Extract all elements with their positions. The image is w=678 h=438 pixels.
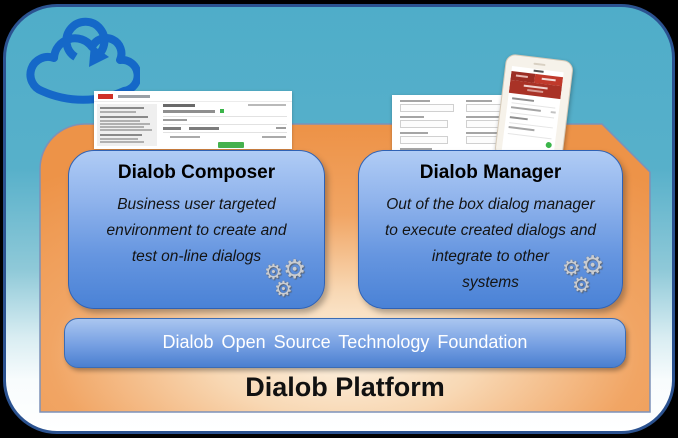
- manager-description-line: integrate to other: [431, 248, 550, 265]
- composer-main-title: [163, 104, 195, 107]
- platform-title: Dialob Platform: [245, 372, 445, 402]
- gear-icon: ⚙: [581, 250, 605, 280]
- composer-description-line: Business user targeted: [117, 196, 276, 213]
- manager-description-line: systems: [462, 274, 519, 291]
- gears-icon: ⚙ ⚙ ⚙: [264, 254, 316, 306]
- cloud-sync-icon: [26, 17, 140, 104]
- gear-icon: ⚙: [562, 257, 581, 280]
- phone-speaker: [533, 62, 546, 67]
- phone-screen: [501, 66, 564, 158]
- component-card-manager: Dialob Manager Out of the box dialog man…: [358, 150, 623, 309]
- manager-description-line: to execute created dialogs and: [384, 222, 597, 239]
- composer-description-line: environment to create and: [106, 222, 287, 239]
- foundation-label: Dialob Open Source Technology Foundation: [162, 332, 528, 352]
- phone-check-green: [545, 141, 553, 149]
- save-button-skeleton: [218, 142, 244, 148]
- slide-background: Dialob Composer Business user targeted e…: [3, 4, 675, 434]
- gear-icon: ⚙: [572, 274, 591, 297]
- composer-title: Dialob Composer: [117, 162, 276, 183]
- browser-logo: [98, 94, 113, 99]
- composer-description-line: test on-line dialogs: [131, 248, 262, 265]
- manager-title: Dialob Manager: [419, 162, 562, 183]
- composer-sidebar-skeleton: [97, 104, 157, 146]
- gear-icon: ⚙: [283, 254, 307, 284]
- component-card-composer: Dialob Composer Business user targeted e…: [68, 150, 325, 309]
- foundation-bar: Dialob Open Source Technology Foundation: [64, 318, 626, 368]
- gear-icon: ⚙: [274, 278, 293, 301]
- gears-icon: ⚙ ⚙ ⚙: [562, 250, 614, 302]
- manager-description-line: Out of the box dialog manager: [386, 196, 595, 213]
- status-dot-green: [220, 109, 224, 113]
- browser-title-text: [118, 95, 150, 98]
- browser-topbar-divider: [94, 101, 292, 102]
- composer-screenshot-thumbnail: [94, 91, 292, 149]
- gear-icon: ⚙: [264, 261, 283, 284]
- phone-thumbnail: [493, 53, 575, 165]
